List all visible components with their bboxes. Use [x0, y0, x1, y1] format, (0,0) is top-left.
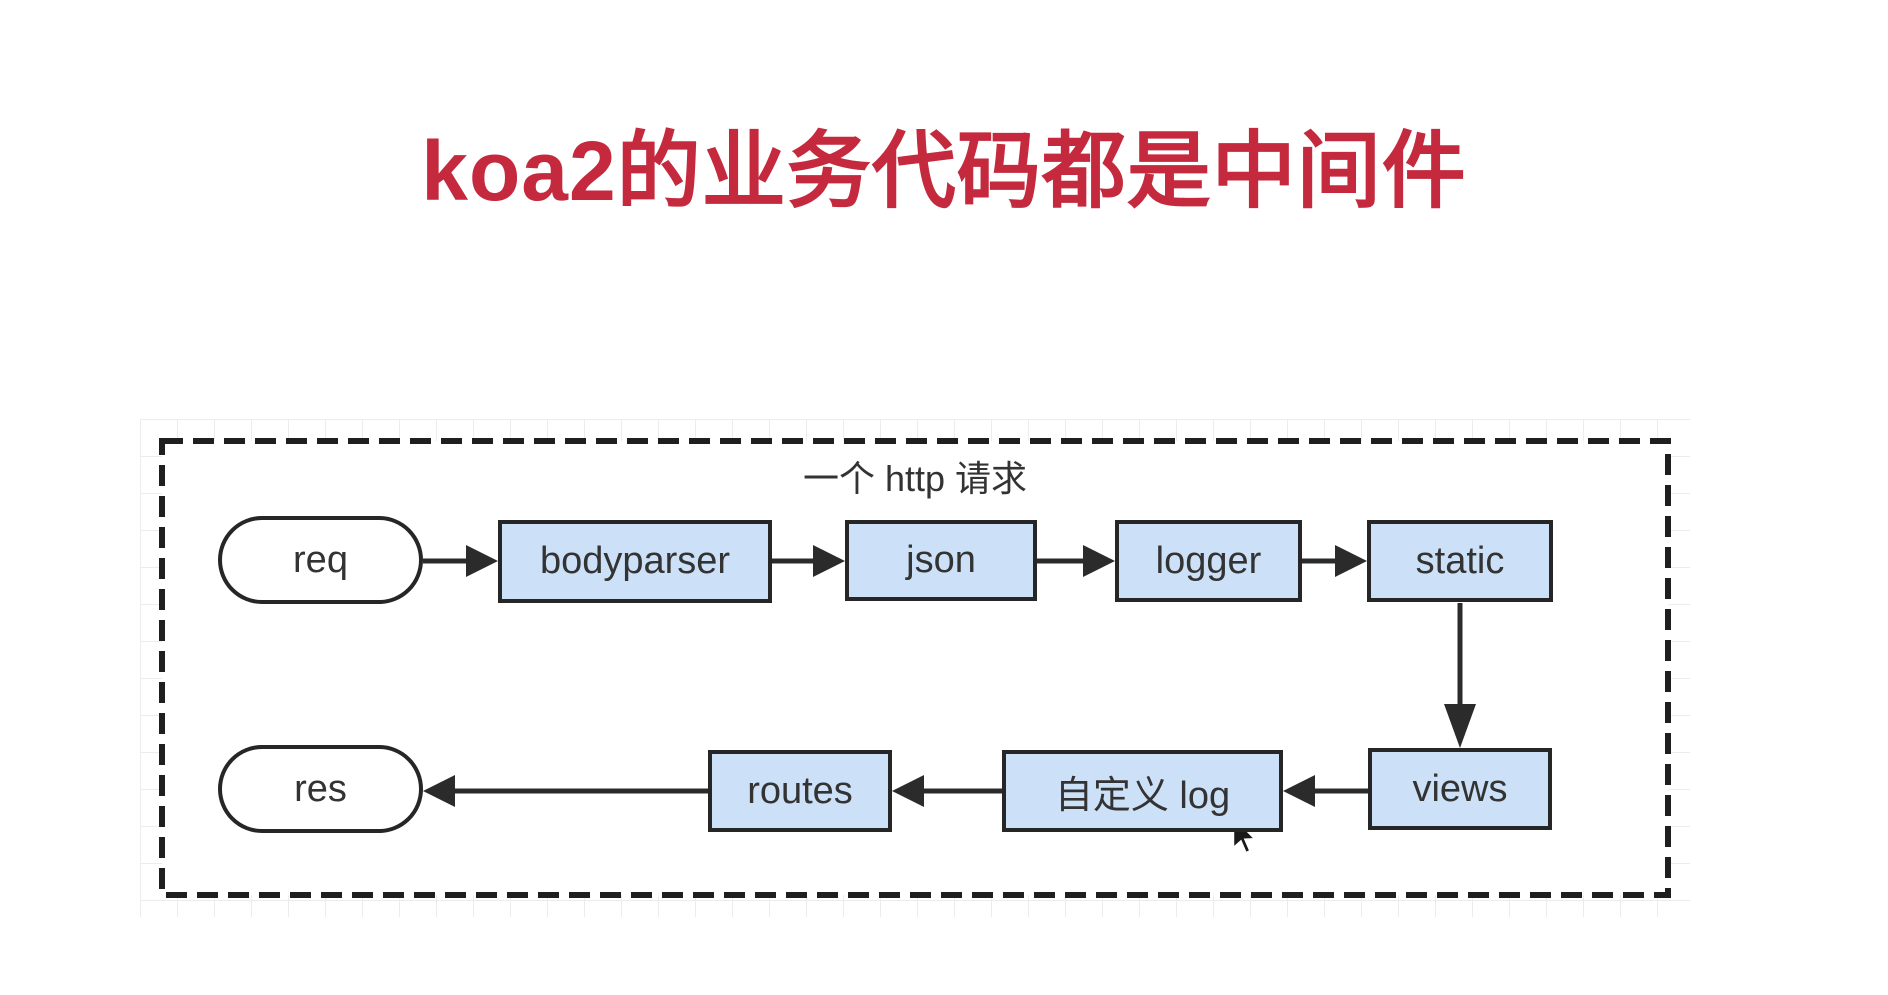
- node-static: static: [1367, 520, 1553, 602]
- node-bodyparser: bodyparser: [498, 520, 772, 603]
- node-res: res: [218, 745, 423, 833]
- node-views: views: [1368, 748, 1552, 830]
- node-req: req: [218, 516, 423, 604]
- node-custom-log: 自定义 log: [1002, 750, 1283, 832]
- node-routes: routes: [708, 750, 892, 832]
- node-json: json: [845, 520, 1037, 601]
- node-logger: logger: [1115, 520, 1302, 602]
- page-title: koa2的业务代码都是中间件: [421, 124, 1467, 218]
- http-request-caption: 一个 http 请求: [802, 458, 1028, 499]
